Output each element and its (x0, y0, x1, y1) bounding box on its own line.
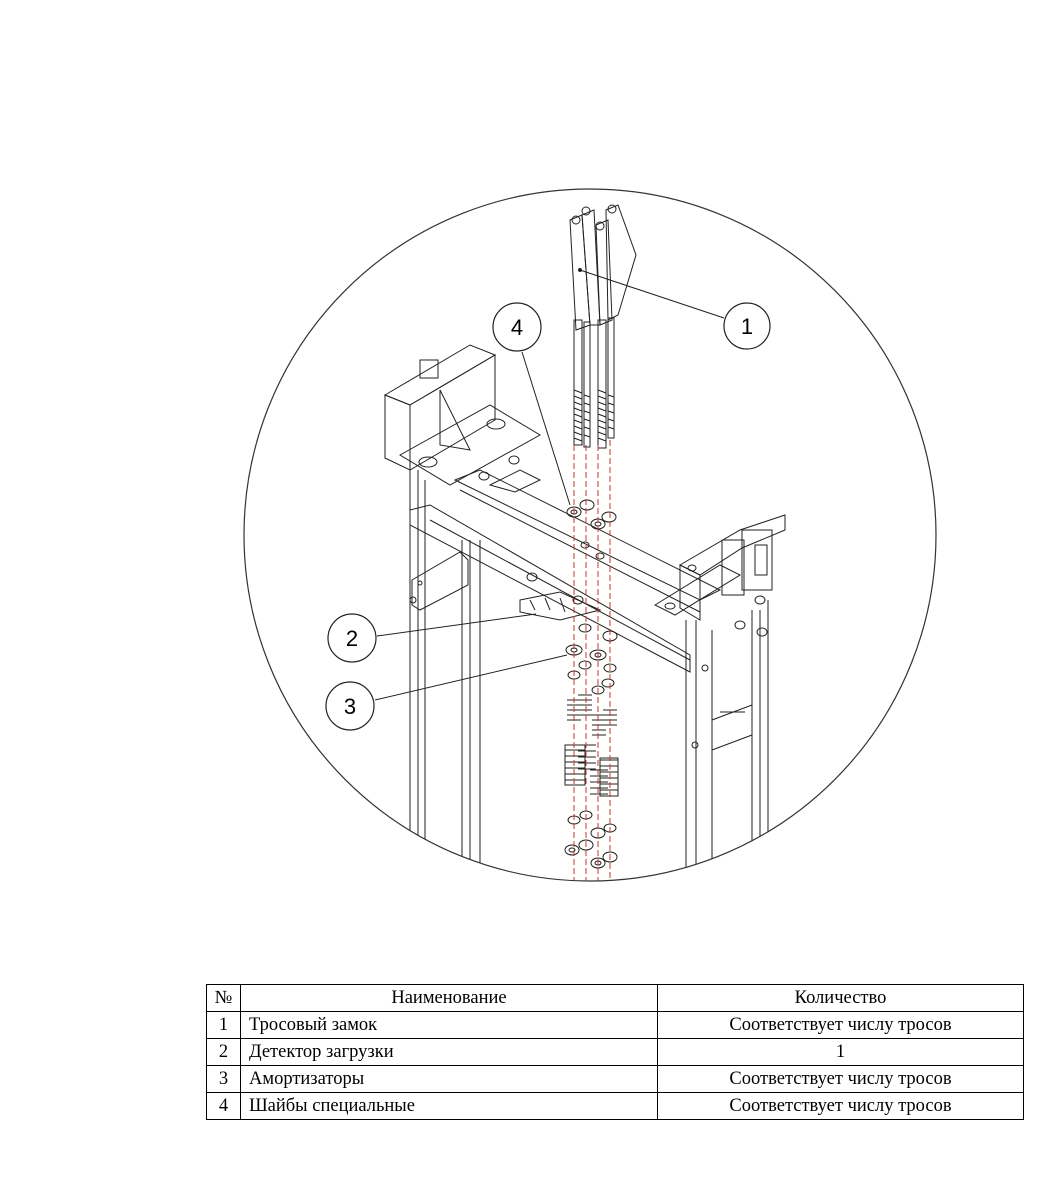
row-quantity: Соответствует числу тросов (657, 1065, 1024, 1093)
lower-nuts-washers (564, 810, 618, 869)
row-number: 3 (206, 1065, 241, 1093)
leader-line-4 (521, 351, 571, 506)
row-number: 2 (206, 1038, 241, 1066)
row-name: Тросовый замок (240, 1011, 658, 1039)
table-header-row: № Наименование Количество (206, 984, 1024, 1012)
left-mounting-bracket (383, 344, 541, 486)
row-quantity: 1 (657, 1038, 1024, 1066)
table-row: 3 Амортизаторы Соответствует числу тросо… (206, 1065, 1024, 1093)
table-row: 4 Шайбы специальные Соответствует числу … (206, 1092, 1024, 1120)
callout-2-number: 2 (346, 626, 358, 651)
callout-1: 1 (723, 302, 771, 350)
callout-1-number: 1 (741, 314, 753, 339)
header-name: Наименование (240, 984, 658, 1012)
rope-lock-rods (569, 204, 637, 449)
callout-3: 3 (325, 681, 375, 731)
detail-view-circle (243, 188, 937, 882)
callout-4: 4 (492, 302, 542, 352)
parts-list-table: № Наименование Количество 1 Тросовый зам… (206, 984, 1024, 1120)
header-quantity: Количество (657, 984, 1024, 1012)
row-name: Детектор загрузки (240, 1038, 658, 1066)
row-number: 1 (206, 1011, 241, 1039)
leader-line-1 (579, 269, 725, 319)
header-number: № (206, 984, 241, 1012)
table-row: 1 Тросовый замок Соответствует числу тро… (206, 1011, 1024, 1039)
table-row: 2 Детектор загрузки 1 (206, 1038, 1024, 1066)
frame-right-posts (685, 600, 769, 881)
rope-axis-lines (573, 440, 611, 881)
callout-2: 2 (327, 613, 377, 663)
callout-3-number: 3 (344, 694, 356, 719)
row-quantity: Соответствует числу тросов (657, 1011, 1024, 1039)
row-quantity: Соответствует числу тросов (657, 1092, 1024, 1120)
callout-4-number: 4 (511, 315, 523, 340)
leader-line-3 (374, 654, 568, 701)
exploded-assembly-drawing: 1 2 3 4 (243, 188, 937, 882)
left-side-plate (411, 551, 469, 611)
load-detector-part (519, 572, 602, 621)
cross-beam-front (409, 504, 691, 673)
row-name: Шайбы специальные (240, 1092, 658, 1120)
right-mounting-bracket (409, 514, 786, 749)
frame-left-posts (409, 470, 481, 881)
row-name: Амортизаторы (240, 1065, 658, 1093)
leader-line-2 (376, 613, 537, 637)
row-number: 4 (206, 1092, 241, 1120)
